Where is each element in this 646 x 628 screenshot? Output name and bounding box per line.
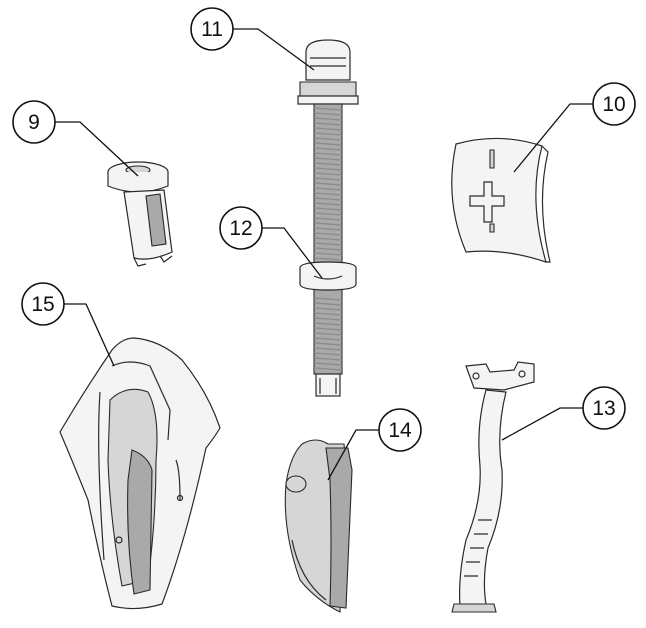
thread-ridge xyxy=(313,212,343,216)
wedge-block-part xyxy=(284,439,353,613)
thread-ridge xyxy=(313,117,343,121)
thread-ridge xyxy=(313,167,343,171)
thread-ridge xyxy=(313,302,343,306)
threaded-bolt-part xyxy=(297,39,359,397)
thread-ridge xyxy=(313,337,343,341)
thread-ridge xyxy=(313,217,343,221)
thread-ridge xyxy=(313,152,343,156)
thread-ridge xyxy=(313,257,343,261)
callout-10: 10 xyxy=(513,82,636,173)
bolt-threads xyxy=(313,107,343,371)
thread-ridge xyxy=(313,252,343,256)
thread-ridge xyxy=(313,327,343,331)
thread-ridge xyxy=(313,357,343,361)
thread-ridge xyxy=(313,132,343,136)
callout-12: 12 xyxy=(219,206,323,279)
thread-ridge xyxy=(313,222,343,226)
thread-ridge xyxy=(313,312,343,316)
thread-ridge xyxy=(313,352,343,356)
thread-ridge xyxy=(313,237,343,241)
thread-ridge xyxy=(313,157,343,161)
thread-ridge xyxy=(313,367,343,371)
thread-ridge xyxy=(313,122,343,126)
curved-shield-part xyxy=(451,137,551,263)
callout-11: 11 xyxy=(190,7,315,71)
thread-ridge xyxy=(313,342,343,346)
thread-ridge xyxy=(313,142,343,146)
callout-14: 14 xyxy=(327,408,422,481)
thread-ridge xyxy=(313,147,343,151)
housing-part xyxy=(59,337,221,610)
thread-ridge xyxy=(313,202,343,206)
callouts: 9 10 11 12 13 14 xyxy=(12,7,636,481)
thread-ridge xyxy=(313,362,343,366)
callout-label-10: 10 xyxy=(602,93,625,116)
thread-ridge xyxy=(313,322,343,326)
thread-ridge xyxy=(313,232,343,236)
thread-ridge xyxy=(313,107,343,111)
callout-label-9: 9 xyxy=(28,111,40,134)
thread-ridge xyxy=(313,137,343,141)
callout-label-15: 15 xyxy=(31,293,54,316)
thread-ridge xyxy=(313,127,343,131)
thread-ridge xyxy=(313,172,343,176)
callout-label-12: 12 xyxy=(229,217,252,240)
callout-label-14: 14 xyxy=(388,419,412,442)
sleeve-part xyxy=(107,161,173,267)
thread-ridge xyxy=(313,307,343,311)
bent-strap-part xyxy=(451,361,535,613)
thread-ridge xyxy=(313,207,343,211)
thread-ridge xyxy=(313,112,343,116)
callout-15: 15 xyxy=(21,282,115,367)
thread-ridge xyxy=(313,332,343,336)
thread-ridge xyxy=(313,227,343,231)
thread-ridge xyxy=(313,177,343,181)
thread-ridge xyxy=(313,182,343,186)
thread-ridge xyxy=(313,247,343,251)
thread-ridge xyxy=(313,187,343,191)
thread-ridge xyxy=(313,242,343,246)
callout-9: 9 xyxy=(12,100,139,177)
thread-ridge xyxy=(313,347,343,351)
callout-13: 13 xyxy=(501,386,626,441)
callout-label-13: 13 xyxy=(592,397,615,420)
thread-ridge xyxy=(313,297,343,301)
callout-label-11: 11 xyxy=(201,18,223,41)
thread-ridge xyxy=(313,317,343,321)
thread-ridge xyxy=(313,162,343,166)
thread-ridge xyxy=(313,197,343,201)
thread-ridge xyxy=(313,192,343,196)
